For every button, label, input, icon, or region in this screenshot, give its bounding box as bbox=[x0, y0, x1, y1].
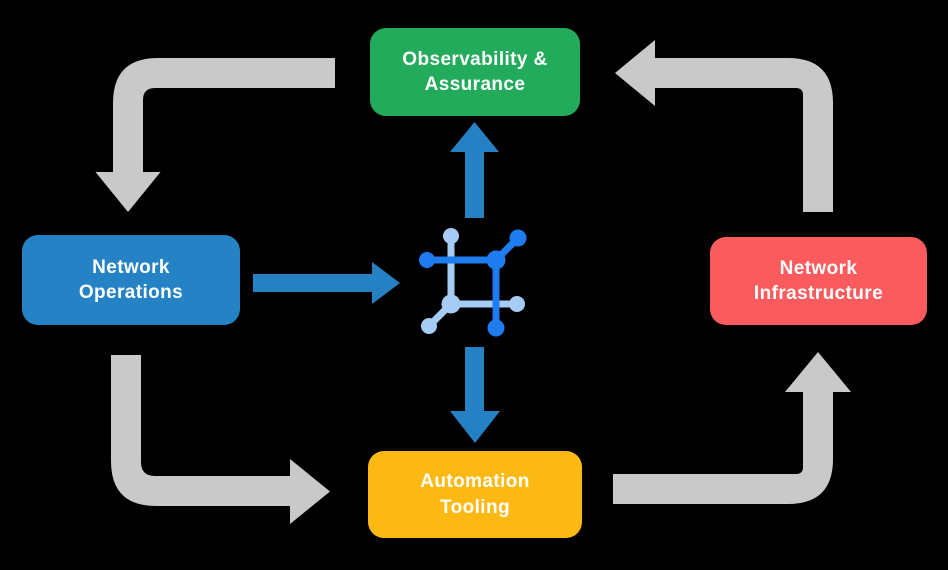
node-label-line: Observability & bbox=[402, 48, 548, 70]
node-label-line: Infrastructure bbox=[753, 283, 884, 304]
hub-arrow-hub-to-automation bbox=[450, 347, 500, 443]
cycle-arrow-automation-to-infrastructure bbox=[613, 352, 851, 504]
node-network-infrastructure: Network Infrastructure bbox=[710, 237, 927, 325]
node-label-line: Assurance bbox=[424, 74, 526, 95]
cycle-arrow-operations-to-automation bbox=[111, 355, 330, 524]
network-fabric-icon bbox=[419, 228, 527, 337]
node-label-line: Network bbox=[779, 257, 858, 279]
network-fabric-icon-primary bbox=[419, 229, 527, 337]
node-automation-tooling: Automation Tooling bbox=[368, 451, 582, 538]
node-label-line: Network bbox=[92, 256, 170, 278]
node-label-line: Operations bbox=[78, 282, 184, 303]
cycle-arrow-observability-to-operations bbox=[95, 58, 335, 212]
network-fabric-icon-secondary bbox=[421, 228, 525, 334]
hub-arrow-hub-to-observability bbox=[450, 122, 499, 218]
node-label-line: Automation bbox=[420, 471, 530, 493]
hub-arrow-operations-to-hub bbox=[253, 262, 400, 304]
cycle-arrow-infrastructure-to-observability bbox=[615, 40, 833, 212]
node-network-operations: Network Operations bbox=[22, 235, 240, 325]
node-label-line: Tooling bbox=[440, 496, 510, 518]
node-observability-assurance: Observability & Assurance bbox=[370, 28, 580, 116]
